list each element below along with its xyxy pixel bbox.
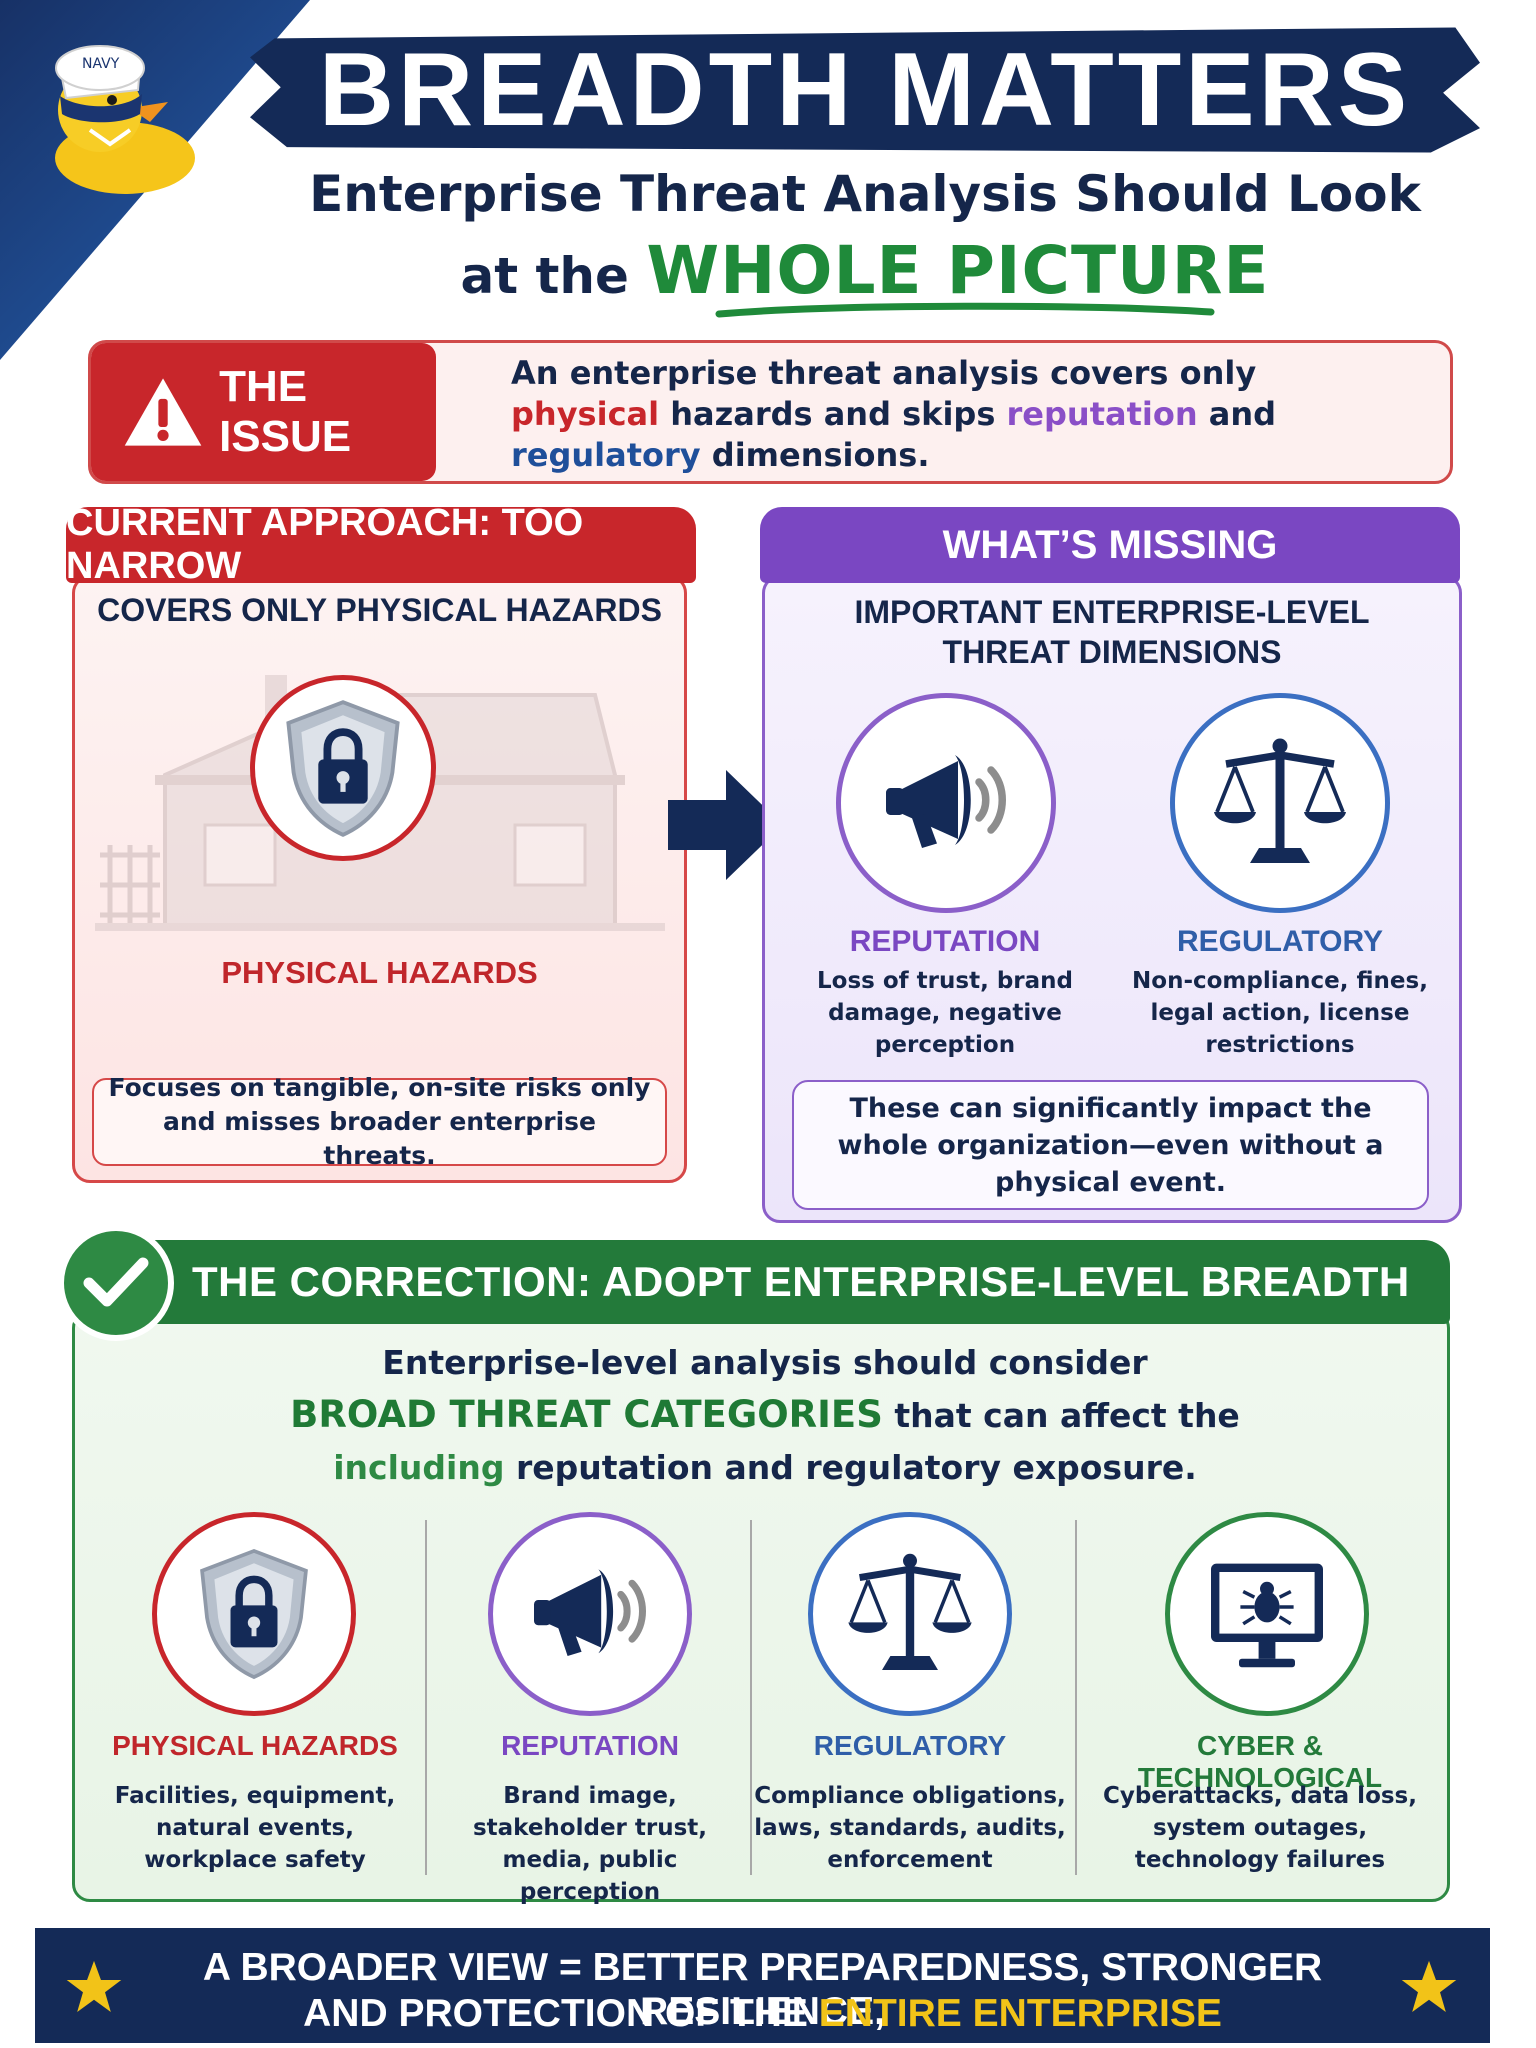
- duck-hat-text: NAVY: [82, 56, 120, 72]
- category-label-regulatory: REGULATORY: [813, 1730, 1007, 1761]
- category-label-physical: PHYSICAL HAZARDS: [112, 1730, 398, 1761]
- star-icon: [65, 1958, 123, 2016]
- category-desc-regulatory: Compliance obligations, laws, standards,…: [754, 1783, 1066, 1873]
- arrow-right-icon: [668, 770, 783, 880]
- subtitle-line-2: at the WHOLE PICTURE: [300, 232, 1430, 309]
- dimension-desc-reputation: Loss of trust, brand damage, negative pe…: [817, 968, 1073, 1058]
- category-icon-circle-physical: [152, 1512, 356, 1716]
- issue-text-part: hazards and skips: [670, 395, 996, 433]
- footer-line-1: A BROADER VIEW = BETTER PREPAREDNESS, ST…: [202, 1946, 1323, 2033]
- footer-banner: A BROADER VIEW = BETTER PREPAREDNESS, ST…: [35, 1928, 1490, 2043]
- regulatory-icon-circle: [1170, 693, 1390, 913]
- reputation-icon-circle: [836, 693, 1056, 913]
- issue-word-regulatory: regulatory: [511, 436, 701, 474]
- title-banner: [250, 27, 1480, 153]
- category-icon-circle-cyber: [1165, 1512, 1369, 1716]
- dimension-label-reputation: REPUTATION: [849, 925, 1041, 958]
- shield-lock-icon: [278, 697, 408, 840]
- category-label-reputation: REPUTATION: [501, 1730, 679, 1761]
- dimension-desc-regulatory: Non-compliance, fines, legal action, lic…: [1132, 968, 1428, 1058]
- current-approach-heading: CURRENT APPROACH: TOO NARROW: [66, 502, 696, 587]
- issue-description: An enterprise threat analysis covers onl…: [511, 353, 1431, 476]
- checkmark-badge: [58, 1225, 174, 1341]
- footer-line-2: AND PROTECTION OF THE ENTIRE ENTERPRISE: [155, 1992, 1370, 2036]
- correction-line-1: Enterprise-level analysis should conside…: [382, 1343, 1148, 1382]
- star-icon: [1400, 1958, 1458, 2016]
- scales-icon: [1205, 728, 1355, 878]
- column-divider: [750, 1520, 752, 1875]
- issue-text-part: dimensions.: [711, 436, 930, 474]
- category-desc-cyber: Cyberattacks, data loss, system outages,…: [1103, 1783, 1417, 1873]
- issue-text-part: An enterprise threat analysis covers onl…: [511, 354, 1257, 392]
- category-desc-physical: Facilities, equipment, natural events, w…: [114, 1783, 396, 1873]
- correction-line-3-highlight: including: [333, 1448, 505, 1487]
- correction-highlight: BROAD THREAT CATEGORIES: [290, 1393, 883, 1436]
- megaphone-icon: [520, 1544, 660, 1684]
- subheading-line: THREAT DIMENSIONS: [942, 634, 1282, 670]
- correction-line-2: that can affect the: [894, 1396, 1240, 1435]
- scales-icon: [840, 1544, 980, 1684]
- issue-word-physical: physical: [511, 395, 660, 433]
- whats-missing-heading: WHAT’S MISSING: [760, 507, 1460, 583]
- physical-hazards-icon-circle: [250, 675, 436, 861]
- highlight-underline: [715, 302, 1215, 318]
- issue-tag: THE ISSUE: [91, 343, 436, 481]
- dimension-label-regulatory: REGULATORY: [1176, 925, 1384, 958]
- current-approach-note: Focuses on tangible, on-site risks only …: [92, 1073, 667, 1170]
- correction-line-3: reputation and regulatory exposure.: [515, 1448, 1197, 1487]
- page-title: BREADTH MATTERS: [318, 31, 1412, 148]
- category-desc-reputation: Brand image, stakeholder trust, media, p…: [472, 1783, 708, 1905]
- footer-line-2-highlight: ENTIRE ENTERPRISE: [818, 1992, 1222, 2035]
- subtitle-prefix: at the: [460, 247, 629, 305]
- issue-word-reputation: reputation: [1006, 395, 1198, 433]
- whats-missing-subheading: IMPORTANT ENTERPRISE-LEVEL THREAT DIMENS…: [762, 592, 1462, 672]
- correction-heading: THE CORRECTION: ADOPT ENTERPRISE-LEVEL B…: [72, 1240, 1450, 1324]
- issue-text-part: and: [1208, 395, 1277, 433]
- whats-missing-note: These can significantly impact the whole…: [792, 1080, 1429, 1210]
- shield-lock-icon: [192, 1546, 316, 1682]
- category-icon-circle-regulatory: [808, 1512, 1012, 1716]
- warning-icon: [124, 378, 202, 446]
- issue-tag-label: THE ISSUE: [219, 362, 352, 461]
- physical-hazards-label: PHYSICAL HAZARDS: [221, 955, 538, 990]
- category-icon-circle-reputation: [488, 1512, 692, 1716]
- issue-box: THE ISSUE An enterprise threat analysis …: [88, 340, 1453, 484]
- current-approach-subheading: COVERS ONLY PHYSICAL HAZARDS: [97, 592, 662, 628]
- category-label-cyber: CYBER & TECHNOLOGICAL: [1137, 1730, 1383, 1793]
- column-divider: [1075, 1520, 1077, 1875]
- subheading-line: IMPORTANT ENTERPRISE-LEVEL: [854, 594, 1370, 630]
- duck-mascot-icon: NAVY: [55, 45, 195, 194]
- megaphone-icon: [871, 728, 1021, 878]
- subtitle-line-1: Enterprise Threat Analysis Should Look: [309, 165, 1421, 223]
- correction-description: Enterprise-level analysis should conside…: [150, 1337, 1380, 1494]
- subtitle-highlight: WHOLE PICTURE: [646, 232, 1270, 309]
- footer-line-2-prefix: AND PROTECTION OF THE: [303, 1992, 808, 2035]
- checkmark-icon: [83, 1257, 149, 1307]
- column-divider: [425, 1520, 427, 1875]
- monitor-bug-icon: [1197, 1544, 1337, 1684]
